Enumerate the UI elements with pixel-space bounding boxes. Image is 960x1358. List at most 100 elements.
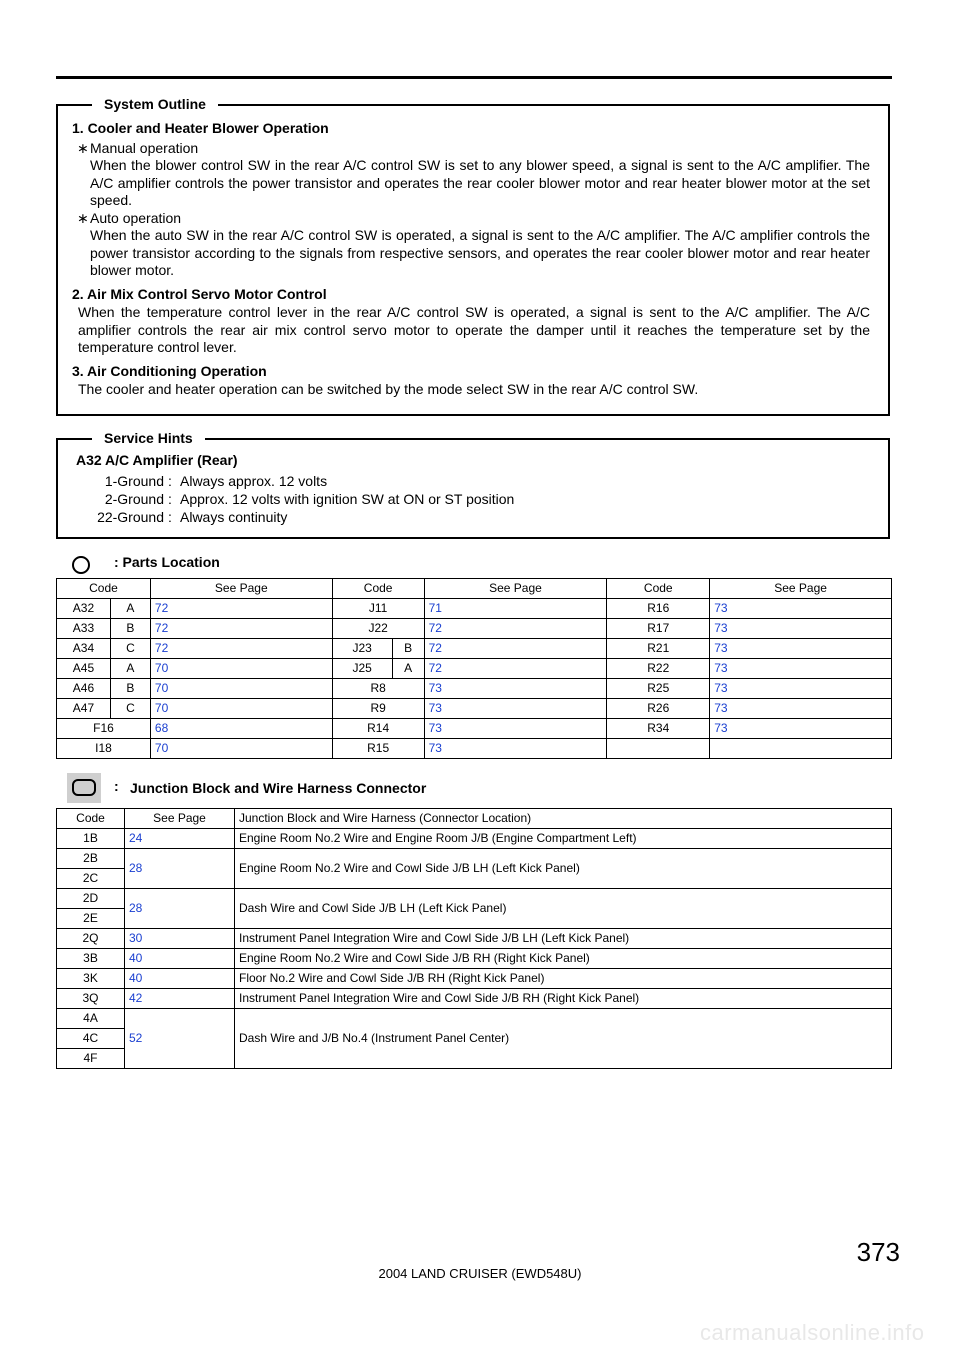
code-cell: F16 bbox=[56, 718, 151, 739]
header-cell: See Page bbox=[149, 578, 333, 599]
hint-row: 2-Ground : Approx. 12 volts with ignitio… bbox=[104, 490, 515, 507]
system-outline-box: System Outline 1. Cooler and Heater Blow… bbox=[56, 95, 890, 416]
code-suffix-cell: A bbox=[109, 598, 151, 619]
hint-row: 1-Ground : Always approx. 12 volts bbox=[104, 472, 328, 489]
code-cell: R34 bbox=[606, 718, 711, 739]
code-cell: J25 bbox=[331, 658, 393, 679]
code-cell: 3B bbox=[56, 948, 125, 969]
code-cell: R25 bbox=[606, 678, 711, 699]
code-suffix-cell: B bbox=[391, 638, 425, 659]
see-page-link: 73 bbox=[709, 658, 892, 679]
location-cell: Floor No.2 Wire and Cowl Side J/B RH (Ri… bbox=[234, 968, 892, 989]
header-cell: Code bbox=[56, 808, 125, 829]
code-suffix-cell: C bbox=[109, 698, 151, 719]
see-page-link: 73 bbox=[423, 718, 608, 739]
section-1-title: 1. Cooler and Heater Blower Operation bbox=[72, 120, 329, 136]
manual-operation-label: Manual operation bbox=[90, 139, 199, 156]
manual-operation-item: ∗ Manual operation When the blower contr… bbox=[72, 140, 870, 210]
section-2-text: When the temperature control lever in th… bbox=[78, 304, 870, 355]
code-cell: 2D bbox=[56, 888, 125, 909]
code-cell: A46 bbox=[56, 678, 111, 699]
code-cell: J11 bbox=[331, 598, 425, 619]
see-page-link: 40 bbox=[124, 948, 235, 969]
header-cell: See Page bbox=[423, 578, 608, 599]
location-cell: Engine Room No.2 Wire and Engine Room J/… bbox=[234, 828, 892, 849]
code-cell: A33 bbox=[56, 618, 111, 639]
location-cell: Engine Room No.2 Wire and Cowl Side J/B … bbox=[234, 948, 892, 969]
section-2-title: 2. Air Mix Control Servo Motor Control bbox=[72, 285, 327, 302]
see-page-link: 72 bbox=[423, 638, 608, 659]
header-cell: Junction Block and Wire Harness (Connect… bbox=[234, 808, 892, 829]
see-page-link: 42 bbox=[124, 988, 235, 1009]
auto-operation-label: Auto operation bbox=[90, 209, 182, 226]
junction-colon: : bbox=[114, 778, 119, 794]
see-page-link: 73 bbox=[423, 698, 608, 719]
code-cell: A45 bbox=[56, 658, 111, 679]
see-page-link: 70 bbox=[149, 678, 333, 699]
code-cell: 3Q bbox=[56, 988, 125, 1009]
see-page-link: 72 bbox=[149, 618, 333, 639]
see-page-link: 24 bbox=[124, 828, 235, 849]
code-cell: 4F bbox=[56, 1048, 125, 1069]
auto-operation-item: ∗ Auto operation When the auto SW in the… bbox=[72, 210, 870, 280]
code-cell: A32 bbox=[56, 598, 111, 619]
code-cell: R9 bbox=[331, 698, 425, 719]
code-cell: R21 bbox=[606, 638, 711, 659]
system-outline-title: System Outline bbox=[92, 95, 218, 113]
hint-row: 22-Ground : Always continuity bbox=[97, 508, 288, 525]
location-cell: Dash Wire and Cowl Side J/B LH (Left Kic… bbox=[234, 888, 892, 929]
see-page-link: 28 bbox=[124, 848, 235, 889]
code-cell: J22 bbox=[331, 618, 425, 639]
see-page-link: 73 bbox=[709, 718, 892, 739]
code-cell: J23 bbox=[331, 638, 393, 659]
see-page-link: 71 bbox=[423, 598, 608, 619]
bullet-icon: ∗ bbox=[77, 139, 89, 156]
location-cell: Engine Room No.2 Wire and Cowl Side J/B … bbox=[234, 848, 892, 889]
service-hints-title: Service Hints bbox=[92, 429, 205, 447]
see-page-link: 73 bbox=[709, 698, 892, 719]
see-page-link: 73 bbox=[709, 598, 892, 619]
see-page-link: 73 bbox=[423, 678, 608, 699]
see-page-link: 72 bbox=[423, 618, 608, 639]
code-cell: R26 bbox=[606, 698, 711, 719]
see-page-link: 73 bbox=[709, 678, 892, 699]
header-cell: Code bbox=[331, 578, 425, 599]
junction-block-icon bbox=[67, 773, 101, 803]
code-cell bbox=[606, 738, 711, 759]
section-3-title: 3. Air Conditioning Operation bbox=[72, 362, 267, 379]
location-cell: Instrument Panel Integration Wire and Co… bbox=[234, 988, 892, 1009]
see-page-link: 70 bbox=[149, 738, 333, 759]
code-cell: 3K bbox=[56, 968, 125, 989]
code-cell: 4A bbox=[56, 1008, 125, 1029]
section-3-text: The cooler and heater operation can be s… bbox=[78, 381, 699, 397]
code-cell: R8 bbox=[331, 678, 425, 699]
see-page-link: 40 bbox=[124, 968, 235, 989]
code-cell: 2C bbox=[56, 868, 125, 889]
location-cell: Instrument Panel Integration Wire and Co… bbox=[234, 928, 892, 949]
service-hints-box: Service Hints A32 A/C Amplifier (Rear) 1… bbox=[56, 429, 890, 539]
code-cell: 2B bbox=[56, 848, 125, 869]
code-cell: 1B bbox=[56, 828, 125, 849]
header-cell: See Page bbox=[124, 808, 235, 829]
code-cell: R15 bbox=[331, 738, 425, 759]
header-cell: Code bbox=[56, 578, 151, 599]
code-suffix-cell: B bbox=[109, 678, 151, 699]
code-cell: R14 bbox=[331, 718, 425, 739]
junction-heading: Junction Block and Wire Harness Connecto… bbox=[130, 780, 427, 796]
